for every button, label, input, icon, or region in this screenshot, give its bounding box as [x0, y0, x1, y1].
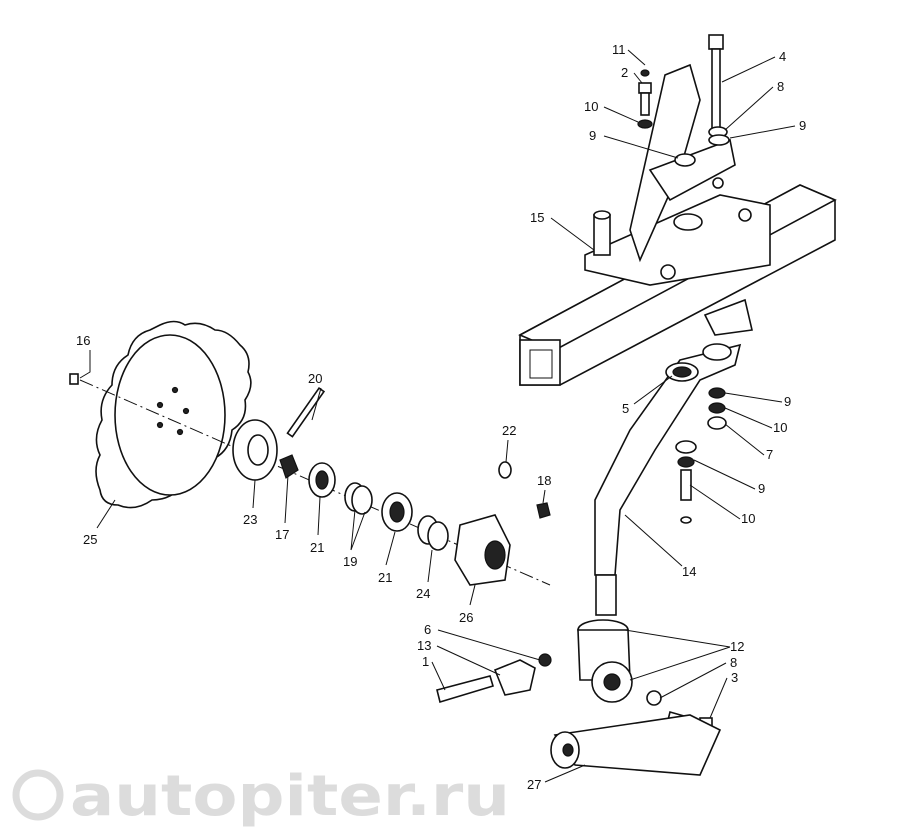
disc	[69, 320, 252, 509]
callout-8: 8	[777, 79, 784, 94]
callout-17: 17	[275, 527, 289, 542]
callout-19: 19	[343, 554, 357, 569]
callout-26: 26	[459, 610, 473, 625]
callout-21: 21	[310, 540, 324, 555]
callout-11: 11	[612, 42, 626, 57]
callout-6: 6	[424, 622, 431, 637]
callout-8: 8	[730, 655, 737, 670]
callout-9: 9	[784, 394, 791, 409]
callout-3: 3	[731, 670, 738, 685]
callout-10: 10	[773, 420, 787, 435]
callout-10: 10	[741, 511, 755, 526]
mounting-bracket	[584, 63, 771, 336]
callout-9: 9	[799, 118, 806, 133]
handle	[550, 714, 722, 776]
callout-20: 20	[308, 371, 322, 386]
bolt-2	[637, 69, 696, 167]
callout-21: 21	[378, 570, 392, 585]
callout-5: 5	[622, 401, 629, 416]
callout-18: 18	[537, 473, 551, 488]
callout-1: 1	[422, 654, 429, 669]
callout-labels: 11 2 10 9 4 8 9 15 16 20 5 9 10 7 9 10 2…	[76, 42, 806, 792]
leader-lines	[79, 49, 796, 783]
watermark: autopiter.ru	[12, 764, 510, 829]
callout-4: 4	[779, 49, 786, 64]
callout-7: 7	[766, 447, 773, 462]
steering-arm	[594, 343, 742, 616]
callout-24: 24	[416, 586, 430, 601]
callout-13: 13	[417, 638, 431, 653]
callout-27: 27	[527, 777, 541, 792]
callout-15: 15	[530, 210, 544, 225]
callout-23: 23	[243, 512, 257, 527]
callout-14: 14	[682, 564, 696, 579]
callout-9: 9	[589, 128, 596, 143]
hub-assembly	[232, 387, 551, 586]
callout-2: 2	[621, 65, 628, 80]
bolt-4	[708, 34, 730, 146]
svg-text:autopiter.ru: autopiter.ru	[70, 764, 510, 829]
callout-16: 16	[76, 333, 90, 348]
callout-9: 9	[758, 481, 765, 496]
callout-12: 12	[730, 639, 744, 654]
callout-22: 22	[502, 423, 516, 438]
callout-25: 25	[83, 532, 97, 547]
callout-10: 10	[584, 99, 598, 114]
